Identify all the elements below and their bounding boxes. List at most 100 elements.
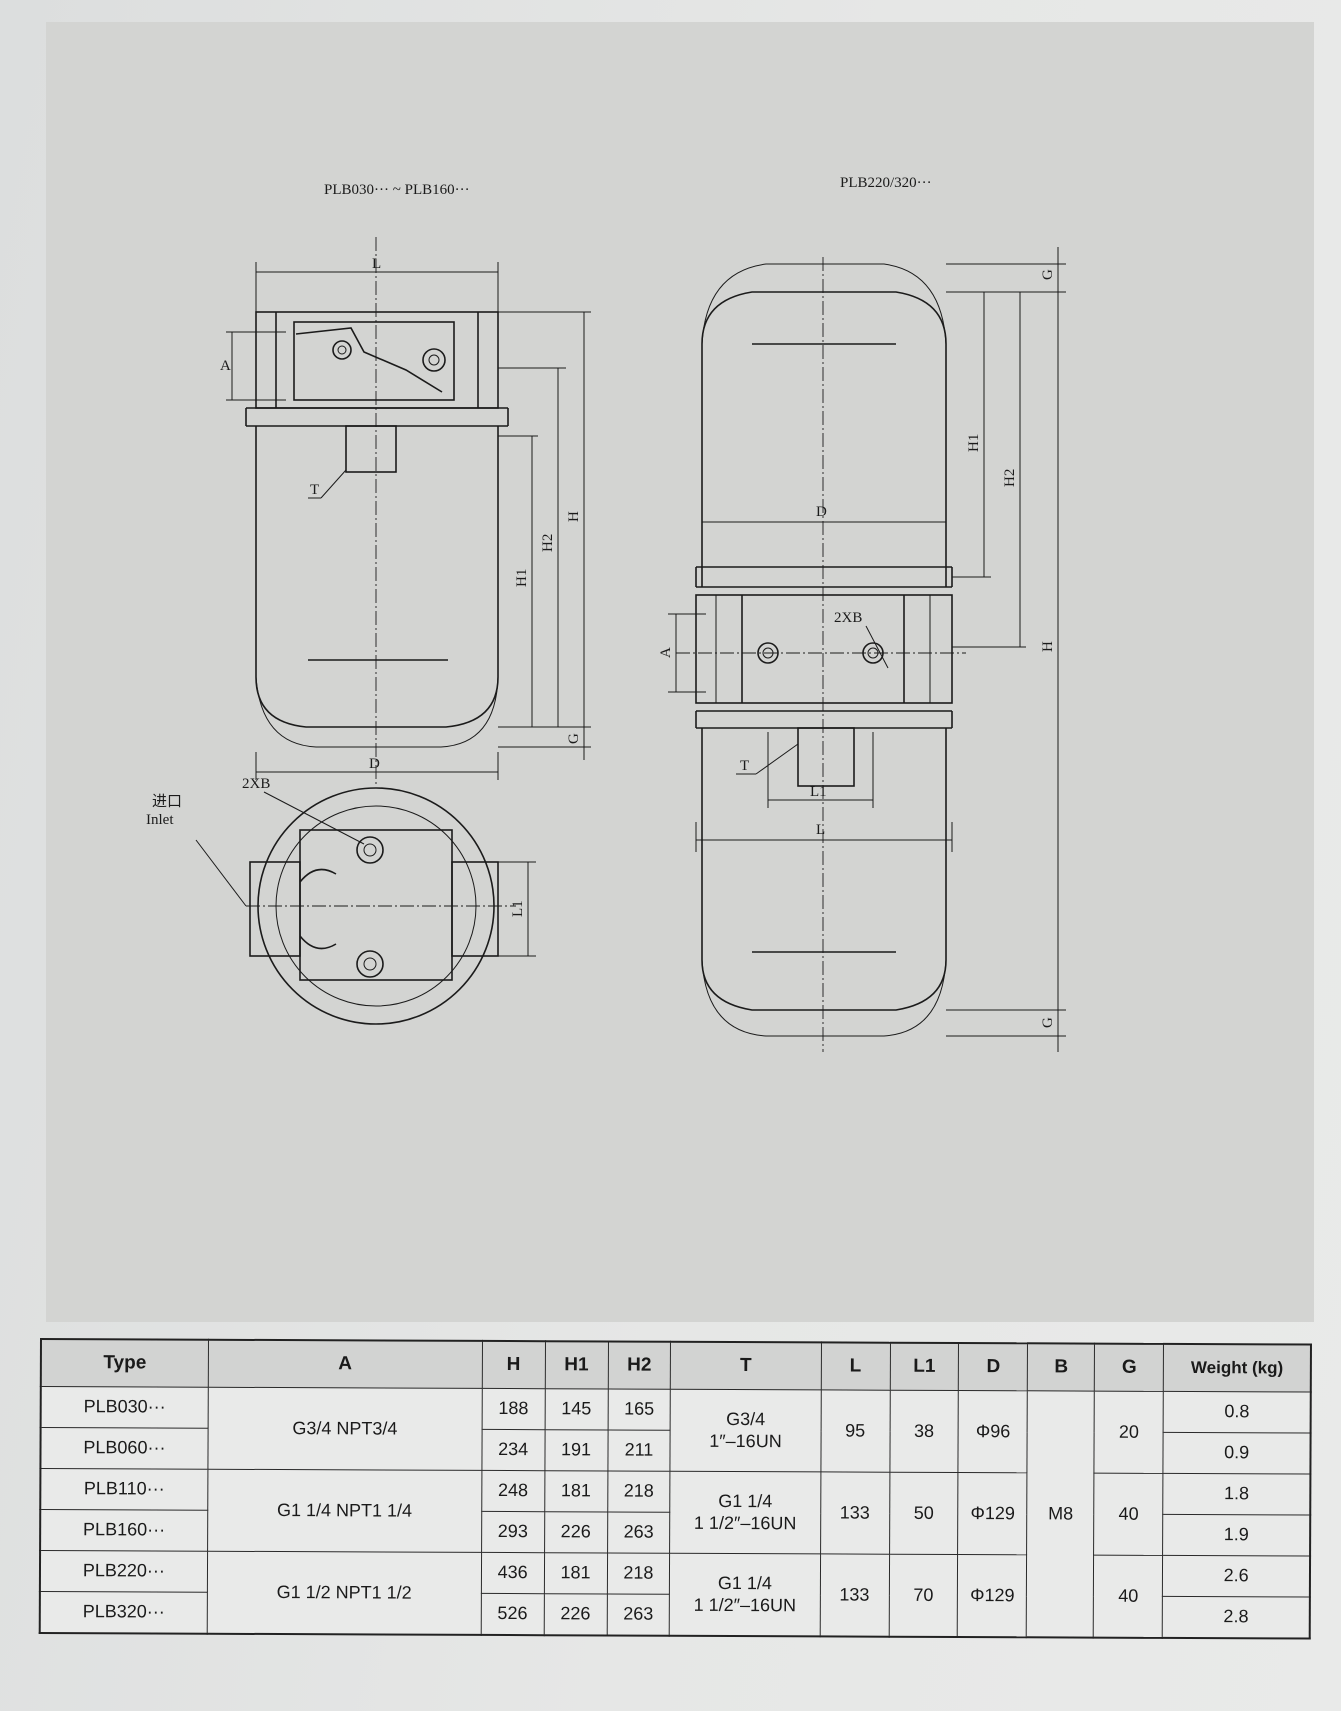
- cell-weight: 1.9: [1162, 1514, 1311, 1557]
- cell-type: PLB110···: [40, 1468, 208, 1511]
- cell-t-line1: G3/4: [726, 1408, 766, 1430]
- left-front-view: L A T H: [220, 237, 591, 787]
- cell-weight: 0.8: [1163, 1391, 1311, 1434]
- cell-l: 95: [820, 1389, 890, 1473]
- cell-l: 133: [820, 1471, 890, 1555]
- header-h: H: [482, 1340, 546, 1389]
- spec-table: Type A H H1 H2 T L L1 D B G Weight (kg) …: [38, 1338, 1312, 1640]
- cell-h: 436: [481, 1552, 545, 1594]
- label-G-right-bottom: G: [1040, 1017, 1056, 1028]
- label-inlet-chinese: 进口: [152, 793, 182, 810]
- label-2XB-right: 2XB: [834, 610, 862, 626]
- title-left-model-range: PLB030··· ~ PLB160···: [324, 182, 470, 198]
- label-H2-left: H2: [540, 534, 556, 552]
- cell-weight: 2.6: [1162, 1555, 1311, 1598]
- cell-type: PLB320···: [39, 1591, 208, 1634]
- cell-h1: 181: [544, 1552, 608, 1594]
- header-d: D: [958, 1343, 1028, 1391]
- cell-g: 40: [1093, 1555, 1163, 1638]
- left-top-view: L1 2XB 进口 Inlet: [146, 776, 536, 1025]
- cell-a: G3/4 NPT3/4: [207, 1387, 483, 1471]
- cell-h2: 263: [607, 1511, 671, 1554]
- label-H1-right: H1: [966, 434, 982, 452]
- cell-t: G1 1/4 1 1/2″–16UN: [669, 1471, 821, 1554]
- cell-h2: 165: [607, 1388, 671, 1431]
- label-H2-right: H2: [1002, 469, 1018, 487]
- label-D-right: D: [816, 504, 827, 520]
- cell-weight: 1.8: [1163, 1473, 1311, 1516]
- title-right-model-range: PLB220/320···: [840, 175, 932, 191]
- header-h2: H2: [607, 1341, 671, 1390]
- cell-t-line2: 1″–16UN: [709, 1430, 782, 1451]
- cell-h1: 191: [544, 1429, 608, 1471]
- cell-h1: 181: [544, 1470, 608, 1512]
- cell-t-line1: G1 1/4: [718, 1490, 773, 1512]
- label-H-right: H: [1040, 641, 1056, 652]
- label-H1-left: H1: [514, 569, 530, 587]
- label-L-top: L: [372, 256, 381, 272]
- cell-l: 133: [819, 1553, 890, 1637]
- header-weight: Weight (kg): [1163, 1343, 1311, 1393]
- label-2XB-left: 2XB: [242, 776, 270, 792]
- spec-table-container: Type A H H1 H2 T L L1 D B G Weight (kg) …: [38, 1338, 1314, 1640]
- cell-l1: 50: [889, 1472, 959, 1555]
- header-type: Type: [40, 1339, 209, 1388]
- label-H-left: H: [566, 511, 582, 522]
- label-A-right: A: [658, 647, 674, 658]
- cell-h2: 263: [606, 1593, 670, 1636]
- cell-type: PLB220···: [39, 1550, 208, 1593]
- label-T-left: T: [310, 482, 319, 498]
- cell-t: G1 1/4 1 1/2″–16UN: [669, 1553, 821, 1637]
- cell-d: Φ96: [958, 1390, 1028, 1473]
- label-G-right-top: G: [1040, 269, 1056, 280]
- cell-g: 20: [1094, 1391, 1164, 1474]
- cell-type: PLB060···: [40, 1427, 208, 1470]
- cell-h2: 218: [606, 1552, 670, 1595]
- cell-h1: 145: [544, 1388, 608, 1430]
- technical-drawing-panel: PLB030··· ~ PLB160··· PLB220/320··· L A: [46, 22, 1314, 1322]
- header-l: L: [820, 1342, 890, 1391]
- header-g: G: [1094, 1343, 1164, 1392]
- cell-h: 234: [481, 1429, 545, 1471]
- cell-b: M8: [1026, 1390, 1095, 1638]
- label-L1-left: L1: [510, 900, 526, 917]
- cell-h: 188: [481, 1388, 545, 1430]
- cell-a: G1 1/4 NPT1 1/4: [207, 1469, 482, 1553]
- header-a: A: [208, 1339, 483, 1389]
- cell-t: G3/4 1″–16UN: [670, 1389, 821, 1472]
- label-T-right: T: [740, 758, 749, 774]
- label-D-left: D: [369, 756, 380, 772]
- right-front-view: A 2XB T L1 L D H1 H2 H: [658, 247, 1066, 1052]
- cell-h1: 226: [543, 1593, 607, 1636]
- table-row: PLB220··· G1 1/2 NPT1 1/2 436 181 218 G1…: [39, 1550, 1311, 1638]
- label-inlet-english: Inlet: [146, 812, 174, 828]
- cell-h2: 211: [607, 1429, 671, 1472]
- table-row: PLB030··· G3/4 NPT3/4 188 145 165 G3/4 1…: [40, 1386, 1311, 1638]
- cell-h1: 226: [544, 1511, 608, 1553]
- label-L1-right: L1: [810, 784, 827, 800]
- cell-l1: 70: [888, 1554, 959, 1638]
- header-h1: H1: [544, 1341, 609, 1389]
- cell-d: Φ129: [957, 1554, 1028, 1638]
- cell-l1: 38: [889, 1390, 959, 1473]
- cell-a: G1 1/2 NPT1 1/2: [207, 1551, 482, 1635]
- cell-type: PLB160···: [40, 1509, 208, 1552]
- cell-type: PLB030···: [40, 1386, 209, 1429]
- cell-weight: 2.8: [1162, 1596, 1310, 1639]
- cell-h: 248: [481, 1470, 545, 1512]
- header-b: B: [1027, 1343, 1095, 1392]
- cell-t-line2: 1 1/2″–16UN: [693, 1594, 797, 1615]
- table-row: PLB110··· G1 1/4 NPT1 1/4 248 181 218 G1…: [40, 1468, 1311, 1556]
- cell-h: 293: [481, 1511, 545, 1553]
- cell-weight: 0.9: [1163, 1432, 1311, 1475]
- cell-h: 526: [480, 1593, 545, 1636]
- cell-g: 40: [1093, 1473, 1164, 1556]
- cell-d: Φ129: [958, 1472, 1028, 1555]
- cell-h2: 218: [607, 1470, 671, 1513]
- label-G-left: G: [566, 733, 582, 744]
- header-l1: L1: [889, 1342, 959, 1391]
- table-header-row: Type A H H1 H2 T L L1 D B G Weight (kg): [40, 1339, 1311, 1393]
- label-A-left: A: [220, 358, 231, 374]
- technical-drawing: PLB030··· ~ PLB160··· PLB220/320··· L A: [146, 175, 1066, 1052]
- header-t: T: [670, 1341, 822, 1390]
